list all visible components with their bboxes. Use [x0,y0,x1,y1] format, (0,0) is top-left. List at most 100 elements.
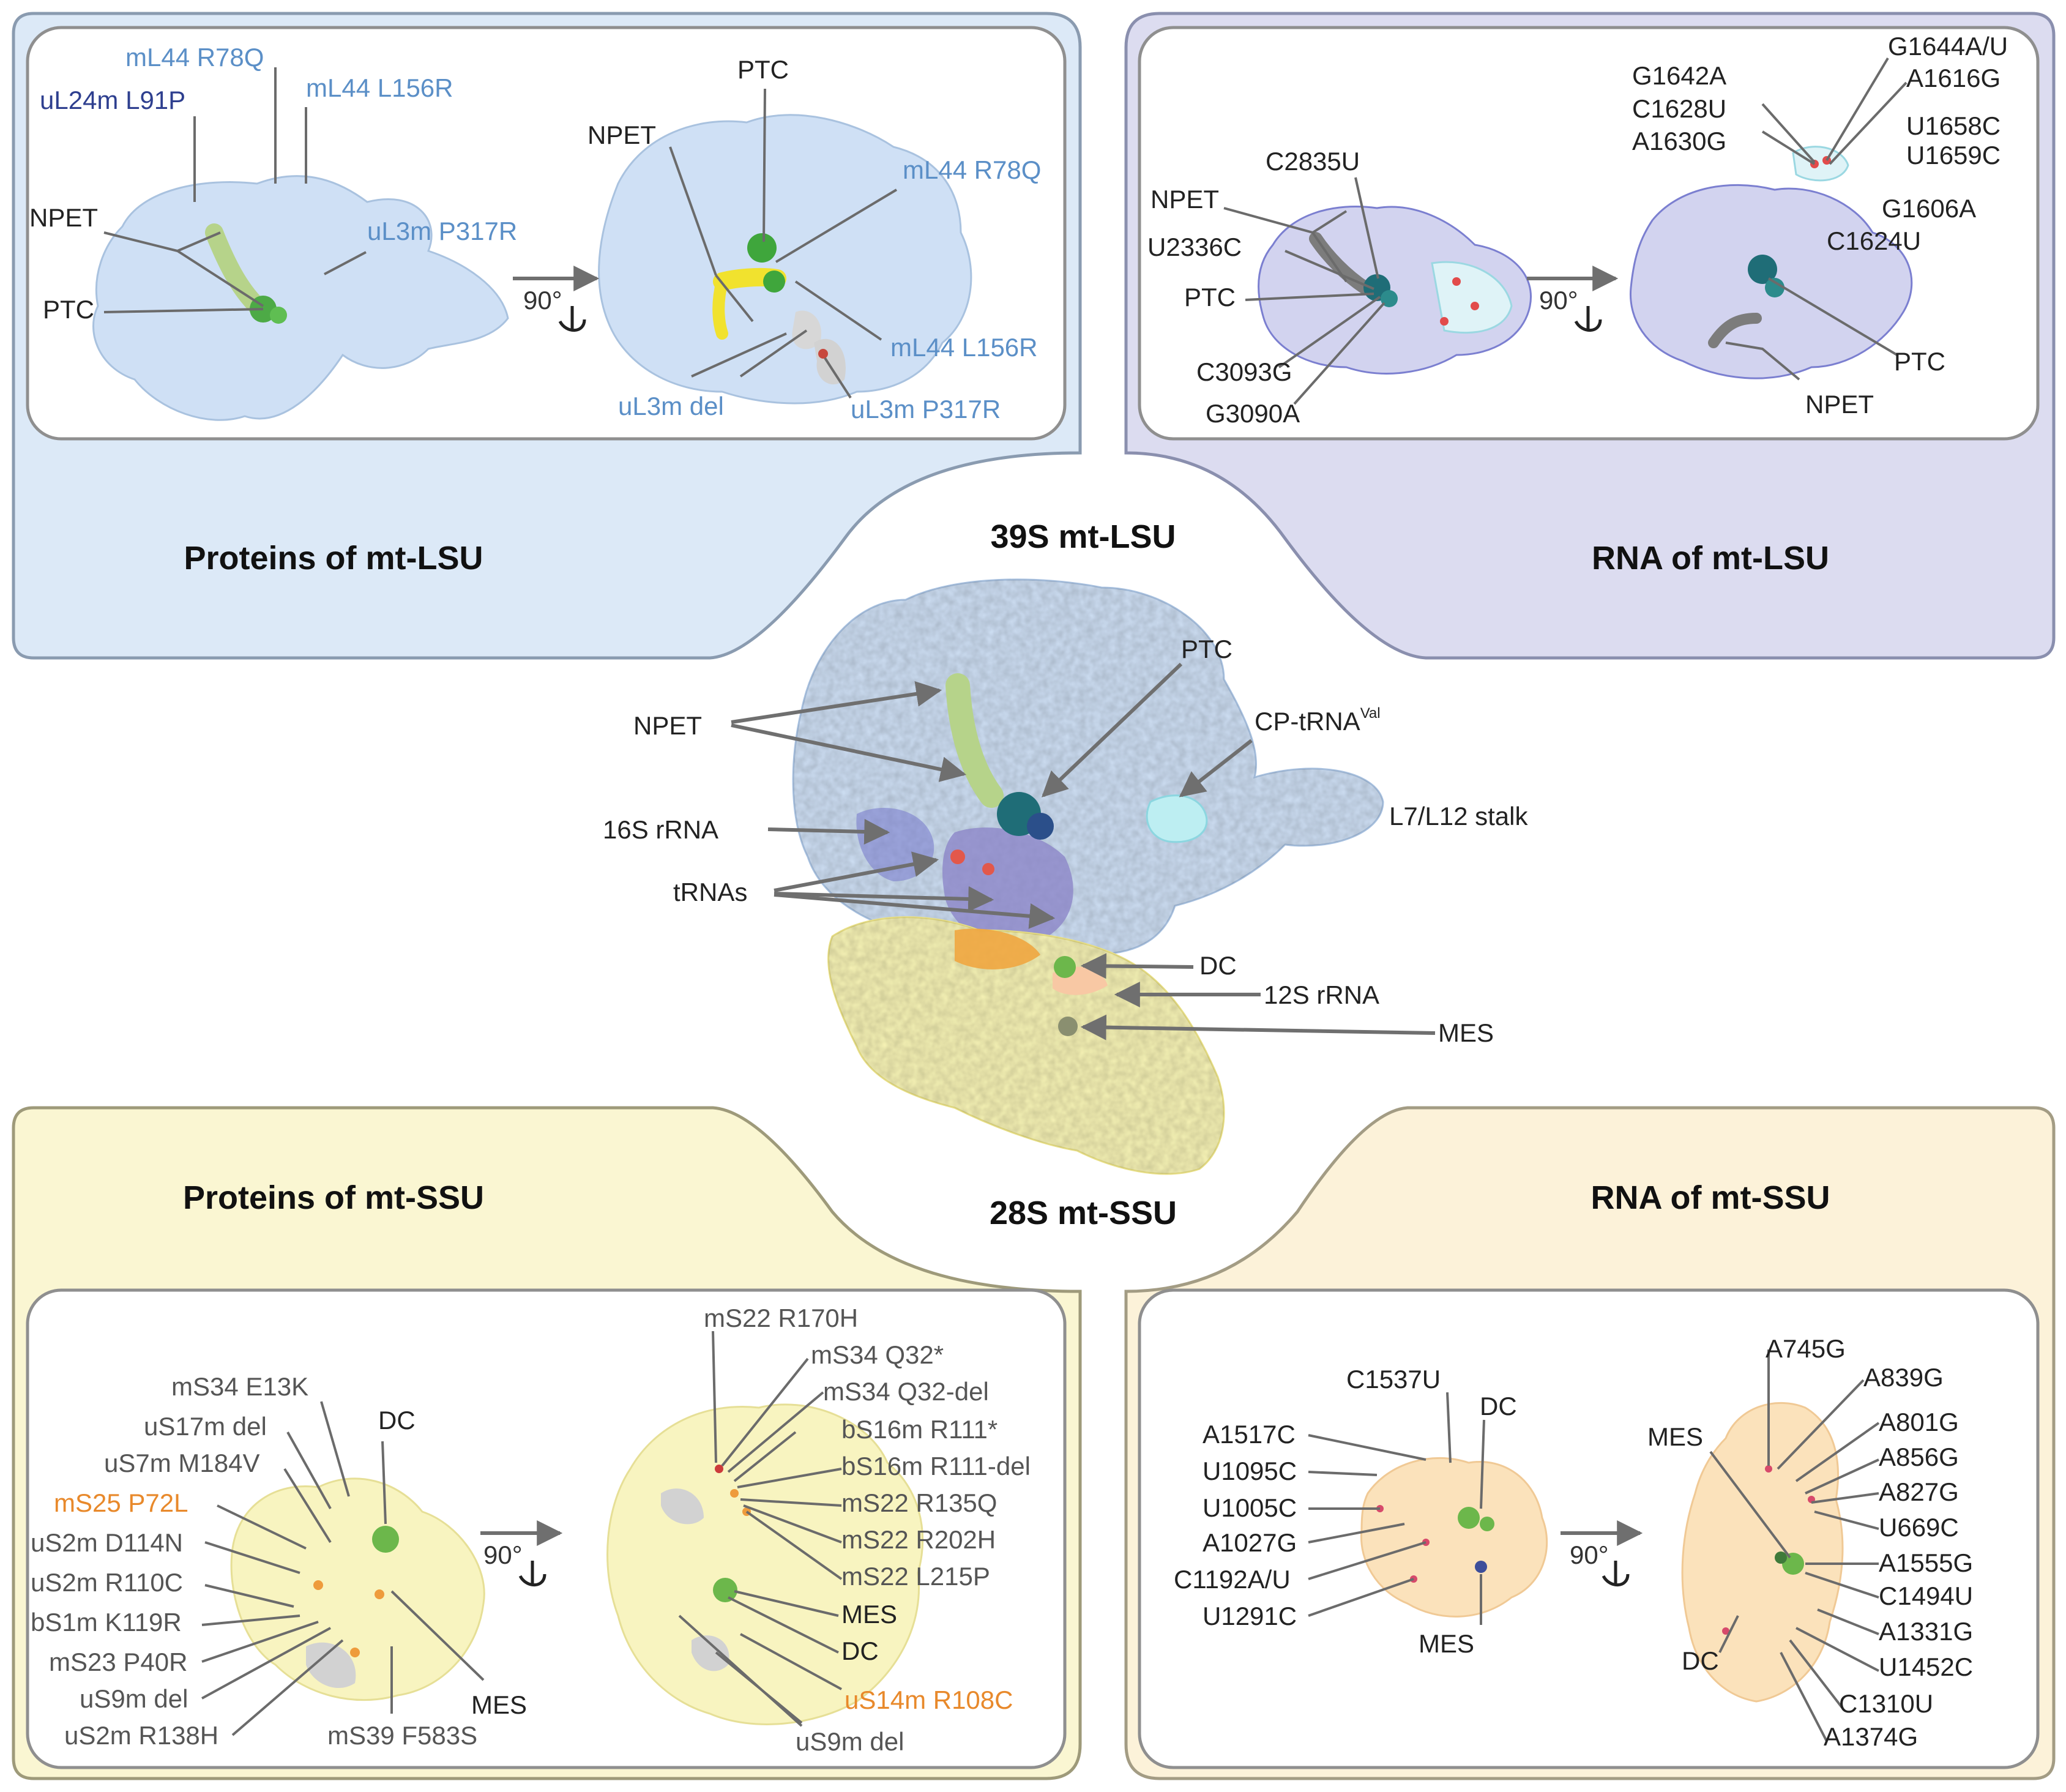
label-mS34-Q32-del: mS34 Q32-del [823,1377,989,1406]
label-U1095C: U1095C [1203,1457,1297,1485]
label-A1630G: A1630G [1632,127,1726,155]
rotation-label-ssu-proteins: 90° [483,1540,523,1569]
label-PTC: PTC [1894,347,1945,376]
label-bS1m-K119R: bS1m K119R [31,1608,182,1637]
label-mS22-L215P: mS22 L215P [841,1562,990,1591]
label-uS7m-M184V: uS7m M184V [104,1449,259,1477]
label-C1537U: C1537U [1346,1365,1441,1394]
ssu-proteins-structure-right [606,1403,924,1725]
label-U1658C: U1658C [1906,111,2001,140]
lsu-rna-structure-left [1258,206,1532,375]
center-leaders [731,662,1436,1040]
label-U1005C: U1005C [1203,1493,1297,1522]
label-uS14m-R108C: uS14m R108C [845,1686,1013,1714]
label-C2835U: C2835U [1266,147,1360,176]
header-proteins-of-mt-ssu: Proteins of mt-SSU [183,1179,484,1216]
label-DC: DC [1480,1392,1517,1421]
label-DC: DC [1682,1646,1719,1675]
label-G3090A: G3090A [1206,399,1300,428]
label-mS22-R170H: mS22 R170H [704,1304,858,1332]
label-A1616G: A1616G [1906,64,2001,92]
rotation-label-ssu-rna: 90° [1570,1540,1609,1569]
label-NPET: NPET [1805,390,1874,419]
label-mL44-R78Q: mL44 R78Q [903,155,1041,184]
label-bS16m-R111-del: bS16m R111-del [841,1452,1031,1480]
label-PTC: PTC [1181,635,1233,663]
label-uL3m-del: uL3m del [618,392,724,420]
label-PTC: PTC [737,55,789,84]
lsu-proteins-leaders [103,67,898,399]
label-mS23-P40R: mS23 P40R [49,1648,187,1676]
label-A1517C: A1517C [1203,1420,1296,1449]
label-12S-rRNA: 12S rRNA [1264,980,1379,1009]
label-C1494U: C1494U [1879,1581,1973,1610]
label-DC: DC [841,1637,879,1665]
rotation-label-lsu-rna: 90° [1539,286,1578,315]
label-MES: MES [1419,1629,1474,1658]
header-rna-of-mt-ssu: RNA of mt-SSU [1591,1179,1830,1216]
lsu-proteins-structure-right [598,114,972,405]
label-C1310U: C1310U [1839,1689,1933,1718]
label-U1659C: U1659C [1906,141,2001,170]
label-CP-tRNA-Val: CP-tRNAVal [1255,705,1381,736]
header-proteins-of-mt-lsu: Proteins of mt-LSU [184,540,483,577]
label-G1642A: G1642A [1632,61,1726,90]
label-mL44-L156R: mL44 L156R [306,73,453,102]
label-DC: DC [378,1406,416,1435]
label-mS22-R135Q: mS22 R135Q [841,1488,997,1517]
label-C1624U: C1624U [1827,226,1921,255]
label-G1644A-U: G1644A/U [1888,32,2008,61]
label-U669C: U669C [1879,1513,1959,1542]
label-A1027G: A1027G [1203,1528,1297,1557]
label-U1452C: U1452C [1879,1652,1973,1681]
label-NPET: NPET [1150,185,1219,214]
ssu-proteins-structure-left [230,1477,485,1701]
label-mS34-Q32-star: mS34 Q32* [811,1340,944,1369]
label-DC: DC [1199,951,1237,980]
label-mS22-R202H: mS22 R202H [841,1525,996,1554]
center-ssu-structure [827,916,1225,1175]
header-28s-mt-ssu: 28S mt-SSU [990,1195,1177,1231]
label-MES: MES [471,1690,527,1719]
label-uS9m-del: uS9m del [80,1684,188,1713]
label-A1331G: A1331G [1879,1617,1973,1646]
label-uS2m-R138H: uS2m R138H [64,1721,218,1750]
ssu-proteins-leaders [201,1331,843,1736]
rotate-icon-lsu-rna [1574,306,1602,332]
label-uS9m-del: uS9m del [796,1727,904,1756]
label-uS2m-D114N: uS2m D114N [31,1528,183,1557]
rotation-label-lsu-proteins: 90° [523,286,562,315]
rotate-icon-ssu-rna [1602,1561,1630,1587]
label-G1606A: G1606A [1882,194,1976,223]
label-C3093G: C3093G [1196,357,1292,386]
label-NPET: NPET [633,711,702,740]
ssu-rna-leaders [1308,1350,1880,1742]
lsu-rna-structure-right [1629,146,1913,379]
label-L7-L12-stalk: L7/L12 stalk [1389,802,1528,831]
center-lsu-structure [792,578,1384,958]
label-mS39-F583S: mS39 F583S [327,1721,477,1750]
label-A856G: A856G [1879,1443,1959,1471]
label-uS2m-R110C: uS2m R110C [31,1568,183,1597]
label-A801G: A801G [1879,1408,1959,1436]
label-A839G: A839G [1863,1363,1944,1392]
label-MES: MES [1647,1422,1703,1451]
label-PTC: PTC [43,295,94,324]
label-mS34-E13K: mS34 E13K [171,1372,308,1401]
label-U2336C: U2336C [1147,233,1242,261]
rotate-icon-lsu-proteins [558,306,586,332]
label-NPET: NPET [29,203,98,232]
label-mL44-L156R: mL44 L156R [890,333,1038,362]
label-A745G: A745G [1766,1334,1846,1363]
label-uS17m-del: uS17m del [144,1412,267,1441]
label-16S-rRNA: 16S rRNA [603,815,718,844]
label-mS25-P72L: mS25 P72L [54,1488,188,1517]
header-rna-of-mt-lsu: RNA of mt-LSU [1592,540,1829,577]
label-NPET: NPET [587,121,656,149]
ssu-rna-structure-left [1360,1457,1548,1618]
label-mL44-R78Q: mL44 R78Q [125,43,264,72]
rotate-icon-ssu-proteins [518,1561,546,1587]
label-C1192A-U: C1192A/U [1174,1565,1291,1594]
label-uL24m-L91P: uL24m L91P [40,86,185,114]
